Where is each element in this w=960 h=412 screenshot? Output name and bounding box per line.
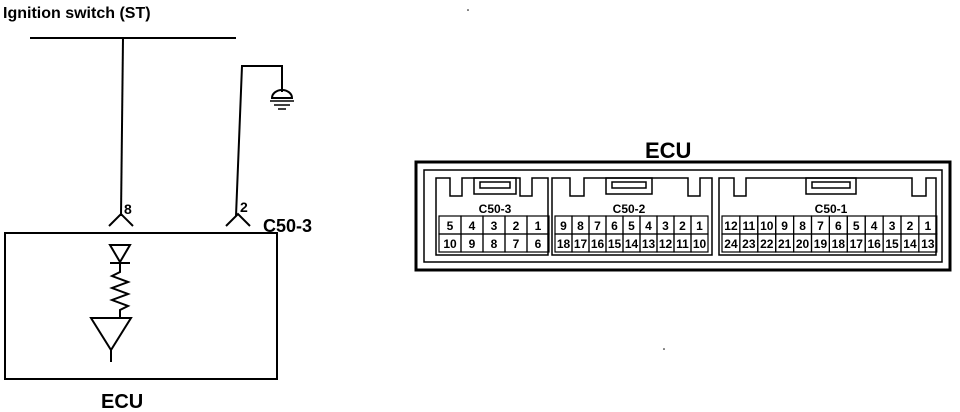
connector-label-c50-1: C50-1: [815, 202, 848, 216]
latch-icon: [805, 177, 857, 195]
pin-number: 9: [469, 237, 476, 251]
wire-pin-2: [235, 65, 283, 217]
ecu-label: ECU: [101, 391, 143, 412]
pin-number: 21: [778, 237, 792, 251]
pin-number: 2: [907, 219, 914, 233]
pin-number: 20: [796, 237, 810, 251]
connector-outline: [718, 177, 937, 256]
pin-number: 22: [760, 237, 774, 251]
pin-number: 15: [885, 237, 899, 251]
pin-8-terminal-icon: [108, 212, 134, 227]
pin-number: 2: [679, 219, 686, 233]
connector-view-title: ECU: [645, 138, 691, 163]
pin-number: 3: [662, 219, 669, 233]
pin-number: 18: [557, 237, 571, 251]
pin-number: 18: [832, 237, 846, 251]
connector-outline: [435, 177, 549, 256]
pin-number: 3: [889, 219, 896, 233]
pin-number: 10: [760, 219, 774, 233]
pin-number: 4: [469, 219, 476, 233]
pin-number: 1: [925, 219, 932, 233]
pin-number: 8: [491, 237, 498, 251]
pin-number: 6: [835, 219, 842, 233]
latch-icon: [473, 177, 517, 195]
ecu-connector-housing: [414, 160, 952, 272]
connector-label-c50-3: C50-3: [479, 202, 512, 216]
diode-icon: [108, 244, 132, 264]
connector-outline: [551, 177, 713, 256]
pin-number: 9: [560, 219, 567, 233]
pin-number: 8: [799, 219, 806, 233]
wire-pin-8: [120, 37, 124, 217]
pin-number: 5: [853, 219, 860, 233]
ignition-switch-label: Ignition switch (ST): [3, 5, 151, 22]
pin-number: 12: [659, 237, 673, 251]
ecu-connector-inner: [423, 169, 943, 263]
pin-number: 4: [645, 219, 652, 233]
pin-8-label: 8: [124, 201, 132, 217]
ecu-box: [4, 232, 278, 380]
ground-icon: [270, 89, 294, 110]
pin-number: 9: [781, 219, 788, 233]
pin-number: 5: [447, 219, 454, 233]
pin-cell: [918, 233, 938, 253]
connector-label: C50-3: [263, 216, 312, 236]
pin-number: 13: [921, 237, 935, 251]
pin-number: 7: [594, 219, 601, 233]
pin-number: 7: [513, 237, 520, 251]
buffer-amplifier-icon: [89, 317, 133, 362]
pin-number: 14: [903, 237, 917, 251]
pin-number: 2: [513, 219, 520, 233]
pin-number: 11: [676, 237, 689, 251]
pin-cell: [526, 233, 550, 253]
pin-number: 19: [814, 237, 828, 251]
pin-number: 1: [696, 219, 703, 233]
pin-number: 24: [724, 237, 738, 251]
latch-icon: [605, 177, 653, 195]
pin-number: 5: [628, 219, 635, 233]
pin-number: 16: [867, 237, 881, 251]
pin-number: 7: [817, 219, 824, 233]
pin-number: 12: [724, 219, 738, 233]
pin-number: 14: [625, 237, 639, 251]
pin-number: 3: [491, 219, 498, 233]
pin-number: 17: [850, 237, 864, 251]
speck: [663, 348, 665, 350]
pin-number: 4: [871, 219, 878, 233]
pin-number: 10: [443, 237, 457, 251]
pin-number: 13: [642, 237, 656, 251]
pin-number: 23: [742, 237, 756, 251]
pin-number: 6: [611, 219, 618, 233]
pin-number: 10: [693, 237, 707, 251]
pin-number: 1: [535, 219, 542, 233]
pin-number: 15: [608, 237, 622, 251]
pin-number: 8: [577, 219, 584, 233]
pin-number: 16: [591, 237, 605, 251]
connector-c50-3: C50-3 5 4 3 2 1 10 9 8 7 6: [435, 177, 550, 256]
pin-cell: [690, 233, 709, 253]
pin-2-terminal-icon: [225, 212, 251, 227]
speck: [467, 9, 469, 11]
pin-number: 11: [743, 219, 756, 233]
pin-number: 6: [535, 237, 542, 251]
resistor-icon: [109, 263, 131, 318]
pin-number: 17: [574, 237, 588, 251]
connector-label-c50-2: C50-2: [613, 202, 646, 216]
pin-2-label: 2: [240, 199, 248, 215]
